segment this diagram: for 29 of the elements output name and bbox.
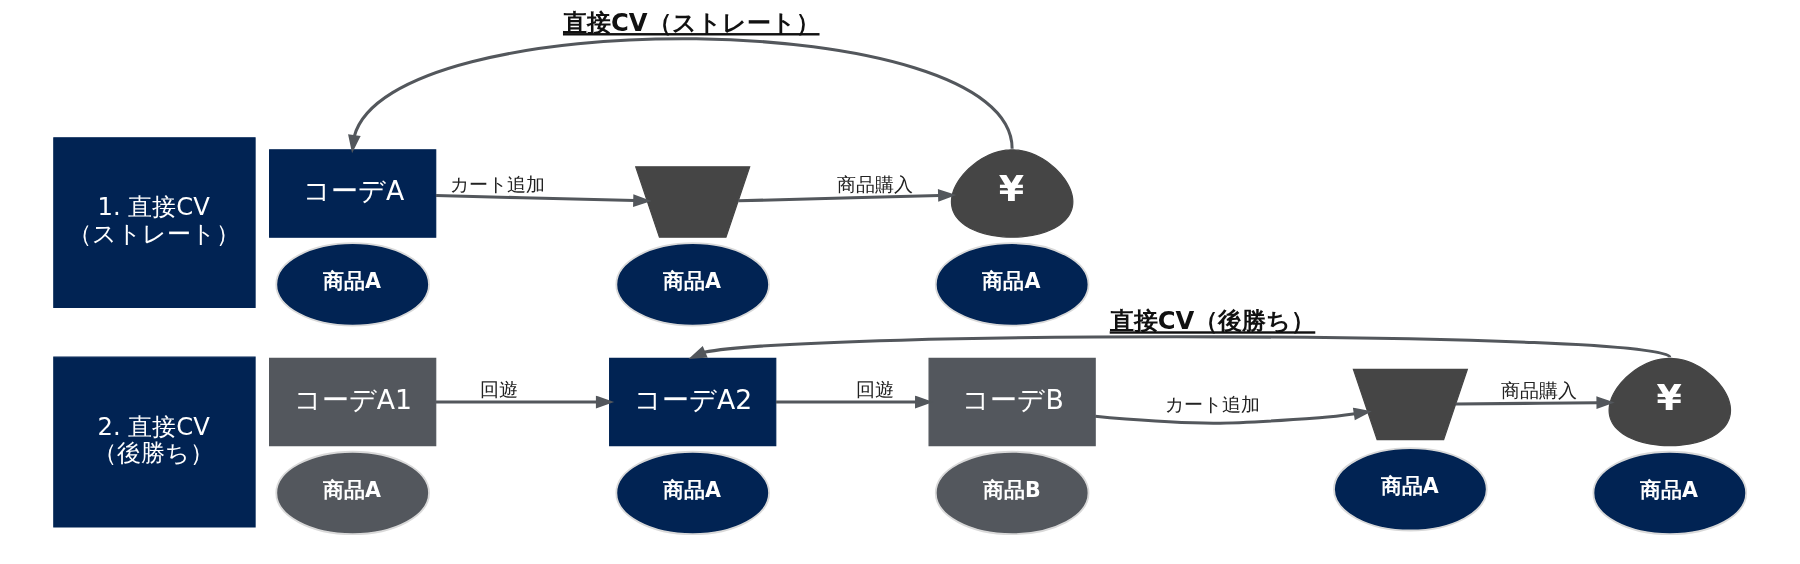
node-ellipse: 商品A: [275, 242, 430, 327]
arrow: [435, 194, 652, 207]
node-ellipse: 商品A: [275, 450, 430, 536]
node-box: 2. 直接CV（後勝ち）: [53, 356, 256, 528]
edge-label: 商品購入: [836, 172, 913, 196]
arrow: [348, 37, 1014, 154]
node-ellipse: 商品A: [615, 450, 770, 536]
edge-label: 商品購入: [1501, 378, 1578, 402]
edge-label: 直接CV（ストレート）: [562, 8, 820, 38]
arrow: [688, 335, 1671, 359]
node-ellipse: 商品A: [934, 242, 1090, 327]
arrow: [1455, 396, 1615, 410]
node-box: 1. 直接CV（ストレート）: [53, 137, 256, 309]
node-box: コーデB: [928, 357, 1096, 447]
node-ellipse: 商品A: [1333, 447, 1488, 532]
arrow: [1095, 407, 1372, 425]
edge-label: カート追加: [1165, 393, 1261, 417]
arrow: [436, 395, 615, 409]
edge-label: 回遊: [856, 377, 895, 401]
arrow: [738, 189, 957, 203]
node-box: コーデA: [269, 149, 437, 238]
node-box: コーデA2: [609, 357, 777, 447]
edge-label: カート追加: [450, 172, 546, 196]
node-box: コーデA1: [269, 357, 437, 447]
node-ellipse: 商品A: [1592, 450, 1748, 536]
edge-label: 直接CV（後勝ち）: [1109, 306, 1316, 336]
edge-label: 回遊: [479, 377, 518, 401]
node-ellipse: 商品B: [934, 450, 1090, 536]
node-ellipse: 商品A: [615, 242, 770, 327]
